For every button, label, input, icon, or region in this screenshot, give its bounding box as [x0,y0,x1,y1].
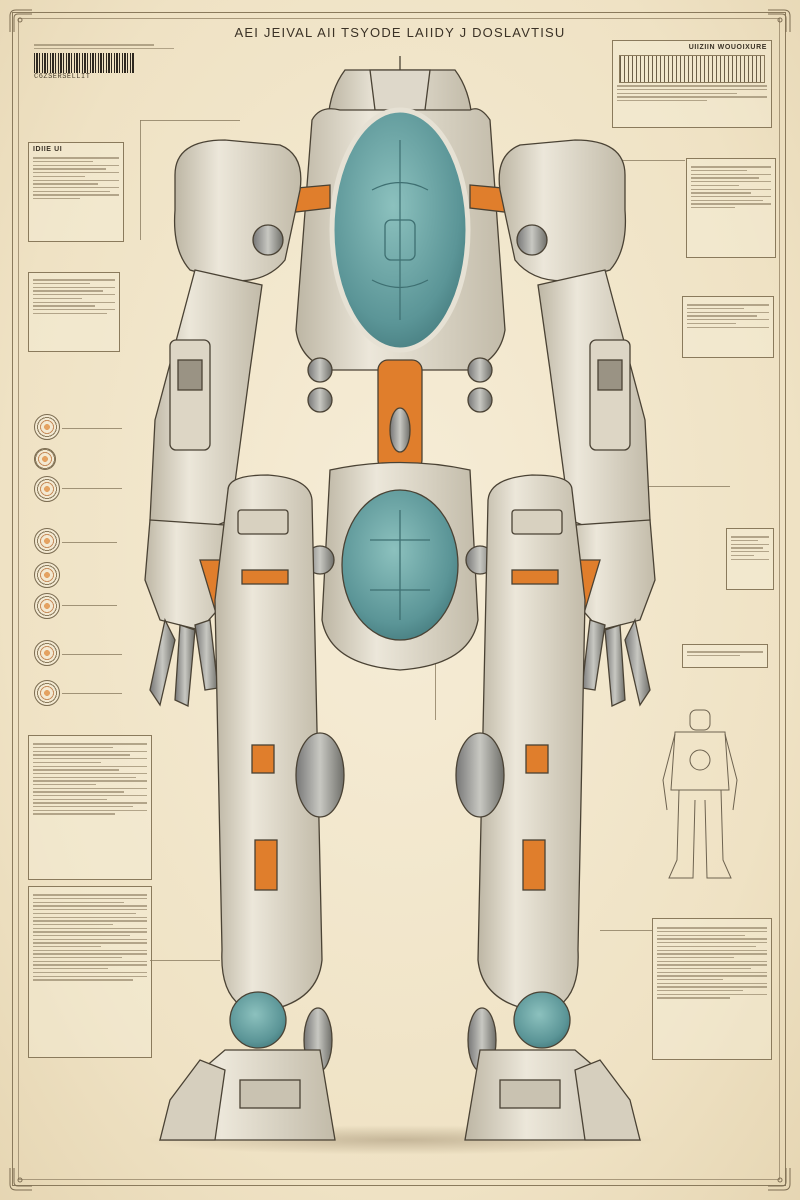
spec-box-right-3 [726,528,774,590]
spec-box-left-2 [28,272,120,352]
spec-box-right-5 [652,918,772,1060]
leader-line [140,120,240,121]
leader-line [62,693,122,694]
gauge-icon [34,640,60,666]
spec-box-heading: UIIZIIN WOUOIXURE [688,44,767,51]
leader-line [62,428,122,429]
corner-ornament-top-right [766,8,792,34]
corner-ornament-bottom-left [8,1166,34,1192]
gauge-icon [34,448,56,470]
robot-thumbnail [662,709,738,879]
leader-line [140,120,141,240]
barcode-block: C6ZSERSELLIT [34,42,184,82]
corner-ornament-top-left [8,8,34,34]
leader-line [600,930,652,931]
leader-line [62,654,122,655]
poster-title: AEI JEIVAL AII TSYODE LAIIDY J DOSLAVTIS… [234,25,566,40]
gauge-icon [34,593,60,619]
spec-box-right-4 [682,644,768,668]
spec-box-left-4 [28,886,152,1058]
outer-frame [12,12,786,1186]
gauge-icon [34,476,60,502]
leader-line [62,488,122,489]
leader-line [580,486,730,487]
spec-box-right-1 [686,158,776,258]
gauge-icon [34,414,60,440]
corner-ornament-bottom-right [766,1166,792,1192]
gauge-icon [34,680,60,706]
spec-box-left-1: IDIIE UI [28,142,124,242]
spec-box-left-3 [28,735,152,880]
spec-box-heading-left: IDIIE UI [33,146,63,153]
leader-line [62,605,117,606]
barcode-text: C6ZSERSELLIT [34,73,91,82]
gauge-icon [34,562,60,588]
spec-box-top-right: UIIZIIN WOUOIXURE [612,40,772,128]
gauge-icon [34,528,60,554]
inner-frame [18,18,780,1180]
leader-line [435,660,436,720]
barcode-graphic [34,53,134,74]
spec-box-right-2 [682,296,774,358]
spec-table-graphic [619,55,765,83]
leader-line [62,542,117,543]
leader-line [150,960,220,961]
